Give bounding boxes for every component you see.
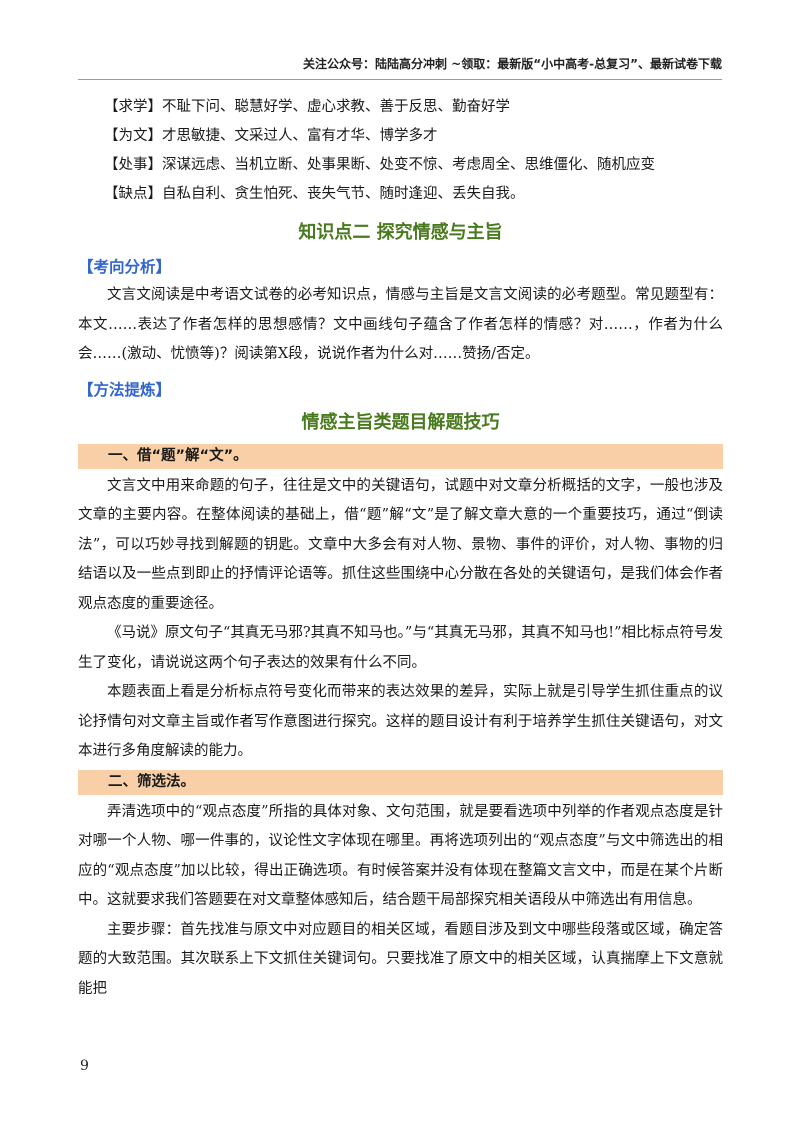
header-rule [78, 79, 722, 80]
section-heading-2: 二、筛选法。 [78, 769, 723, 795]
section1-paragraph-1: 文言文中用来命题的句子，往往是文中的关键语句，试题中对文章分析概括的文字，一般也… [78, 477, 723, 612]
knowledge-point-title: 知识点二 探究情感与主旨 [298, 222, 503, 243]
method-title: 情感主旨类题目解题技巧 [301, 411, 500, 433]
section2-paragraph-2: 主要步骤：首先找准与原文中对应题目的相关区域，看题目涉及到文中哪些段落或区域，确… [78, 921, 723, 997]
page-header: 关注公众号：陆陆高分冲刺 ~领取：最新版“小中高考-总复习”、最新试卷下载 [303, 57, 722, 71]
trait-line-writing: 【为文】才思敏捷、文采过人、富有才华、博学多才 [104, 128, 438, 144]
section1-paragraph-3: 本题表面上看是分析标点符号变化而带来的表达效果的差异，实际上就是引导学生抓住重点… [78, 684, 723, 759]
method-tag: 【方法提炼】 [78, 380, 172, 399]
trait-line-flaws: 【缺点】自私自利、贪生怕死、丧失气节、随时逢迎、丢失自我。 [104, 186, 525, 202]
analysis-tag: 【考向分析】 [78, 258, 172, 276]
trait-line-conduct: 【处事】深谋远虑、当机立断、处事果断、处变不惊、考虑周全、思维僵化、随机应变 [104, 157, 655, 173]
section2-paragraph-1: 弄清选项中的“观点态度”所指的具体对象、文句范围，就是要看选项中列举的作者观点态… [78, 803, 723, 909]
page-number: 9 [80, 1058, 89, 1074]
section-heading-1: 一、借“题”解“文”。 [78, 443, 723, 469]
page-content: 【求学】不耻下问、聪慧好学、虚心求教、善于反思、勤奋好学 【为文】才思敏捷、文采… [78, 93, 723, 1004]
section1-paragraph-2: 《马说》原文句子“其真无马邪?其真不知马也。”与“其真无马邪，其真不知马也!”相… [78, 625, 723, 671]
analysis-paragraph: 文言文阅读是中考语文试卷的必考知识点，情感与主旨是文言文阅读的必考题型。常见题型… [78, 287, 723, 362]
trait-line-study: 【求学】不耻下问、聪慧好学、虚心求教、善于反思、勤奋好学 [104, 99, 510, 115]
